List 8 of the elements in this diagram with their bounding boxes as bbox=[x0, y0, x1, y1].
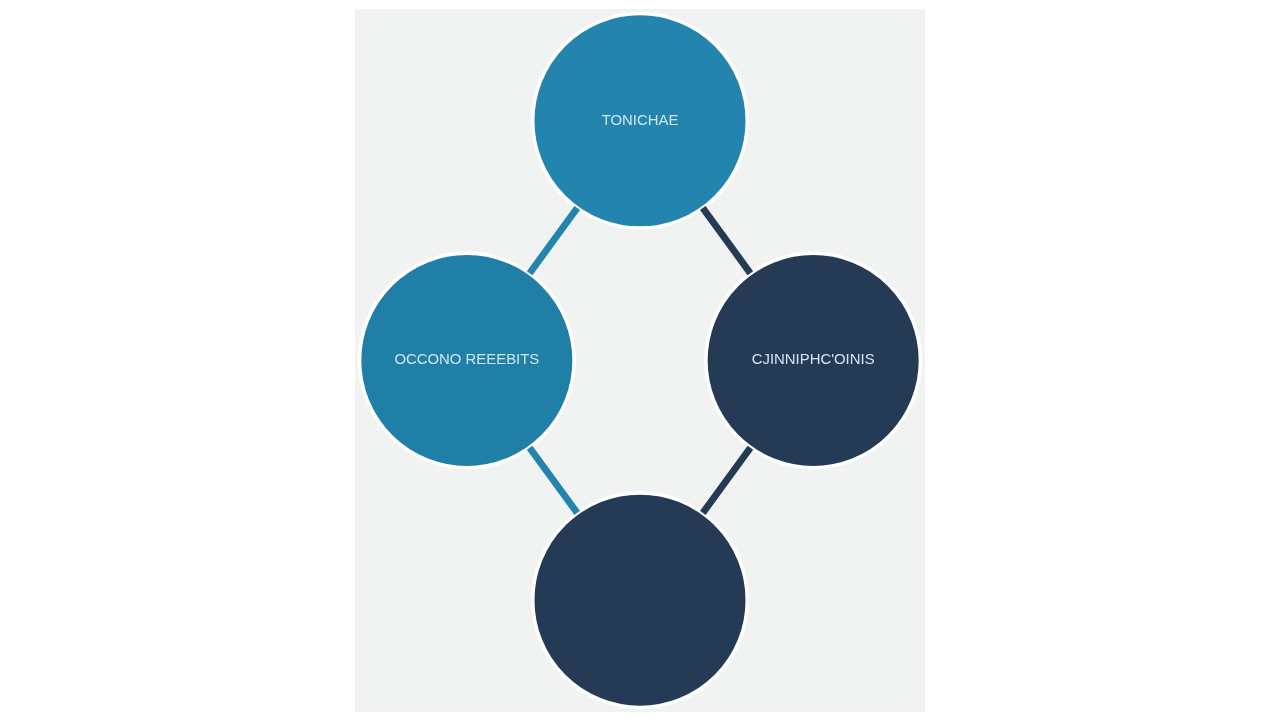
connector bbox=[526, 445, 580, 515]
connector bbox=[526, 205, 580, 275]
node-circle: TONICHAE bbox=[531, 11, 749, 230]
connector bbox=[700, 445, 754, 515]
node-circle bbox=[531, 490, 749, 709]
node-circle: CJINNIPHC'OINIS bbox=[704, 251, 923, 469]
connector bbox=[700, 205, 754, 275]
node-circle: OCCONO REEEBITS bbox=[357, 251, 576, 469]
